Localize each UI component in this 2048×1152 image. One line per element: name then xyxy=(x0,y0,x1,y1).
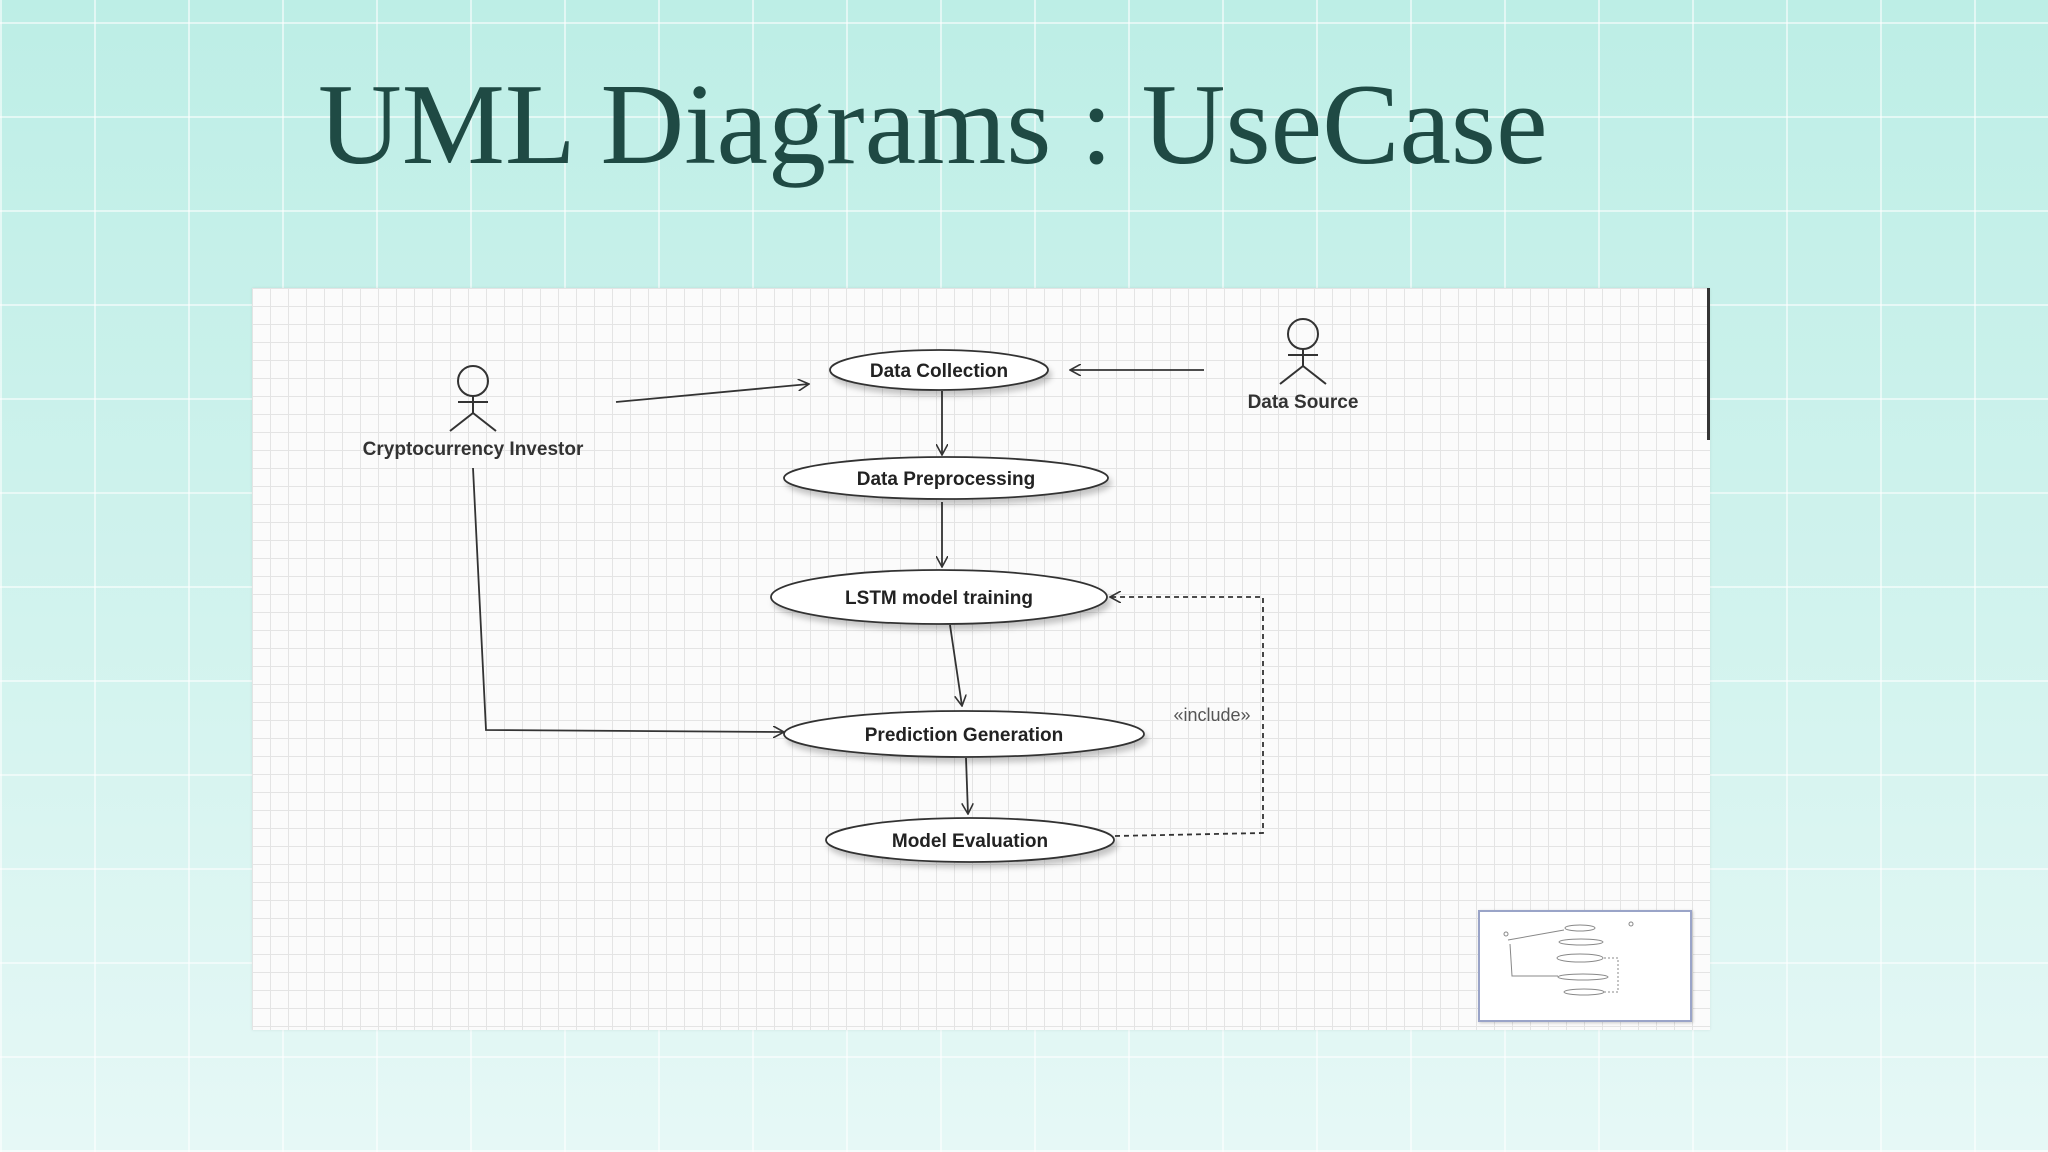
use-case-data-collection[interactable]: Data Collection xyxy=(829,349,1049,391)
use-case-label: LSTM model training xyxy=(845,588,1033,609)
minimap-thumbnail xyxy=(1503,921,1634,996)
relation-evaluation-training-include xyxy=(1110,597,1264,837)
diagram-canvas[interactable]: Cryptocurrency Investor Data Source «inc… xyxy=(252,288,1710,1030)
relation-training-prediction xyxy=(949,624,962,706)
actor-right-leg xyxy=(472,412,497,432)
diagram-minimap[interactable] xyxy=(1478,910,1692,1022)
actor-left-leg xyxy=(1279,365,1304,385)
use-case-label: Model Evaluation xyxy=(892,831,1048,852)
include-stereotype-label: «include» xyxy=(1173,705,1250,725)
panel-scroll-edge xyxy=(1707,288,1710,440)
actor-label-investor: Cryptocurrency Investor xyxy=(363,439,584,460)
use-case-label: Data Collection xyxy=(870,361,1008,382)
actor-label-data-source: Data Source xyxy=(1248,392,1359,413)
use-case-ellipse xyxy=(829,349,1049,391)
use-case-ellipse xyxy=(770,569,1108,625)
use-case-ellipse xyxy=(783,710,1145,758)
use-case-ellipse xyxy=(783,456,1109,500)
relation-prediction-evaluation xyxy=(966,757,968,814)
use-case-data-preprocessing[interactable]: Data Preprocessing xyxy=(783,456,1109,500)
use-case-label: Prediction Generation xyxy=(865,725,1063,746)
use-case-ellipse xyxy=(825,817,1115,863)
actor-head xyxy=(1287,318,1319,350)
use-case-lstm-model-training[interactable]: LSTM model training xyxy=(770,569,1108,625)
actor-cryptocurrency-investor[interactable] xyxy=(449,365,497,432)
relation-investor-collection xyxy=(615,384,809,403)
actor-right-leg xyxy=(1302,365,1327,385)
actor-left-leg xyxy=(449,412,474,432)
use-case-prediction-generation[interactable]: Prediction Generation xyxy=(783,710,1145,758)
use-case-model-evaluation[interactable]: Model Evaluation xyxy=(825,817,1115,863)
use-case-label: Data Preprocessing xyxy=(857,469,1035,490)
slide-title: UML Diagrams : UseCase xyxy=(318,61,1548,189)
relations xyxy=(472,370,1264,837)
actor-data-source[interactable] xyxy=(1279,318,1327,385)
use-case-diagram: Cryptocurrency Investor Data Source «inc… xyxy=(363,318,1359,863)
relation-investor-prediction xyxy=(472,467,784,732)
actor-head xyxy=(457,365,489,397)
